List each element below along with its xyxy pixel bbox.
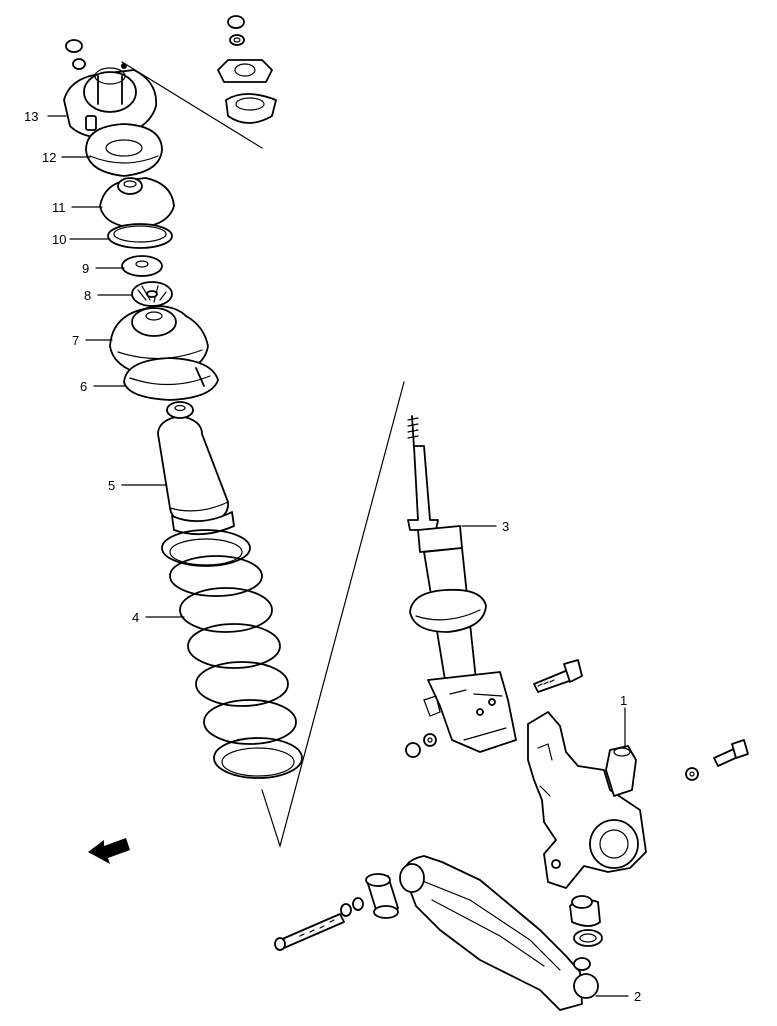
callout-labels: 13 12 11 10 9 8 7 6 5 4 3 1 2 — [24, 109, 641, 1004]
callout-9: 9 — [82, 261, 89, 276]
control-arm-bushing — [274, 873, 399, 951]
callout-11: 11 — [52, 200, 66, 215]
callout-3: 3 — [502, 519, 509, 534]
guide-line-top — [121, 61, 263, 149]
part-11-spring-seat-upper — [99, 177, 175, 229]
callout-2: 2 — [634, 989, 641, 1004]
arrow-left-icon — [88, 838, 130, 864]
strut-bracket-bolt — [533, 659, 583, 693]
callout-12: 12 — [42, 150, 56, 165]
mount-detail-group — [217, 15, 277, 124]
callout-leaders — [47, 115, 629, 997]
guide-line-spring — [261, 381, 405, 849]
callout-10: 10 — [52, 232, 66, 247]
stabilizer-bushing — [569, 895, 603, 947]
part-3-strut — [407, 415, 517, 753]
part-4-coil-spring — [161, 529, 303, 779]
callout-6: 6 — [80, 379, 87, 394]
callout-13: 13 — [24, 109, 38, 124]
callout-1: 1 — [620, 693, 627, 708]
callout-8: 8 — [84, 288, 91, 303]
part-9-washer — [121, 255, 163, 277]
knuckle-bolt — [685, 739, 749, 781]
callout-7: 7 — [72, 333, 79, 348]
part-2-control-arm — [399, 855, 599, 1011]
callout-5: 5 — [108, 478, 115, 493]
part-6-spring-insulator — [123, 357, 219, 401]
part-5-dust-boot — [157, 401, 235, 536]
callout-4: 4 — [132, 610, 139, 625]
part-8-retainer — [131, 281, 173, 307]
part-10-seal-ring — [107, 223, 173, 249]
strut-bracket-nut-washer — [405, 733, 437, 758]
part-13-strut-mount — [63, 39, 157, 140]
part-12-bearing-seat — [85, 123, 163, 177]
part-1-steering-knuckle — [527, 711, 647, 889]
